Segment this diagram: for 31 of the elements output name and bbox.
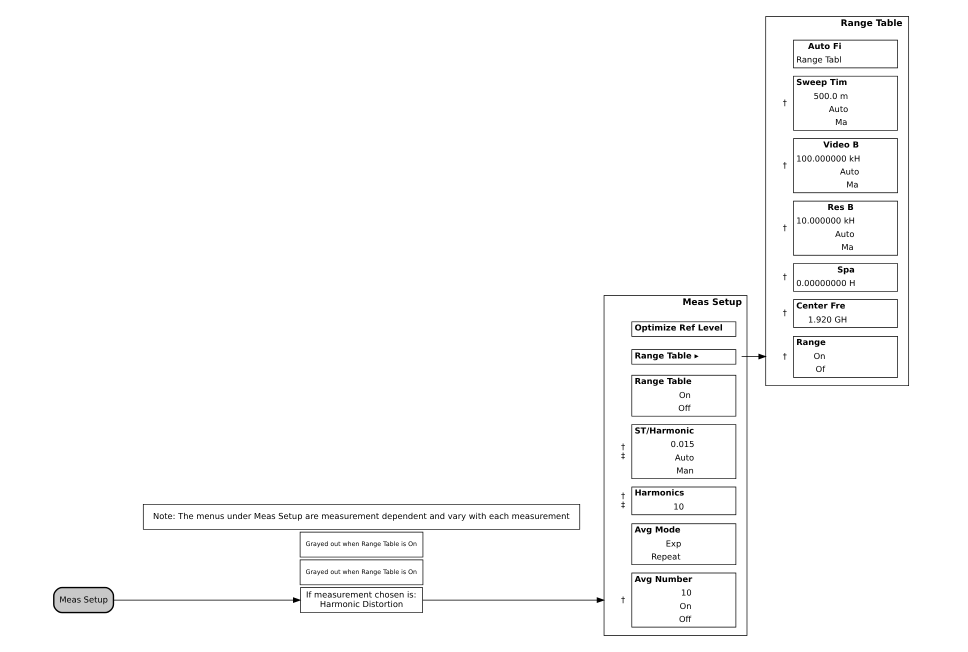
node-label: † [621, 490, 626, 501]
node-box: Sweep Tim 500.0 m Auto Ma [793, 76, 898, 131]
node-label: † [782, 222, 787, 232]
arrow [113, 597, 302, 604]
node-box: Avg Number 10 On Off [631, 572, 736, 628]
node-label: † [782, 351, 787, 362]
arrow [741, 354, 767, 360]
node-box: If measurement chosen is: Harmonic Distortion [300, 587, 423, 613]
node-box: Video B 100.000000 kH Auto Ma [793, 138, 898, 194]
node-box: Auto Fi Range Tabl [793, 40, 898, 68]
arrow [422, 597, 606, 604]
node-box: Avg Mode Exp Repeat [631, 523, 736, 566]
node-label: ‡ [621, 450, 626, 460]
node-label: † [782, 97, 787, 108]
node-box: Range On Of [793, 336, 898, 378]
node-box: Range Table ▸ [631, 349, 736, 365]
node-label: † [782, 272, 787, 282]
node-box: Harmonics 10 [631, 486, 736, 516]
node-label: † [782, 160, 787, 170]
node-label: ‡ [621, 500, 626, 510]
node-box: ST/Harmonic 0.015 Auto Man [631, 424, 736, 479]
node-box: Optimize Ref Level [631, 321, 736, 337]
node-box: Range Table On Off [631, 374, 736, 417]
node-label: † [621, 441, 626, 452]
node-box: Center Fre 1.920 GH [793, 299, 898, 328]
node-box: Spa 0.00000000 H [793, 263, 898, 292]
node-label: † [782, 308, 787, 318]
node-box: Meas Setup [53, 586, 114, 614]
node-label: † [621, 594, 626, 604]
node-box: Res B 10.000000 kH Auto Ma [793, 200, 898, 256]
node-box: Note: The menus under Meas Setup are measurement dependent and vary with each measurement [142, 504, 580, 530]
